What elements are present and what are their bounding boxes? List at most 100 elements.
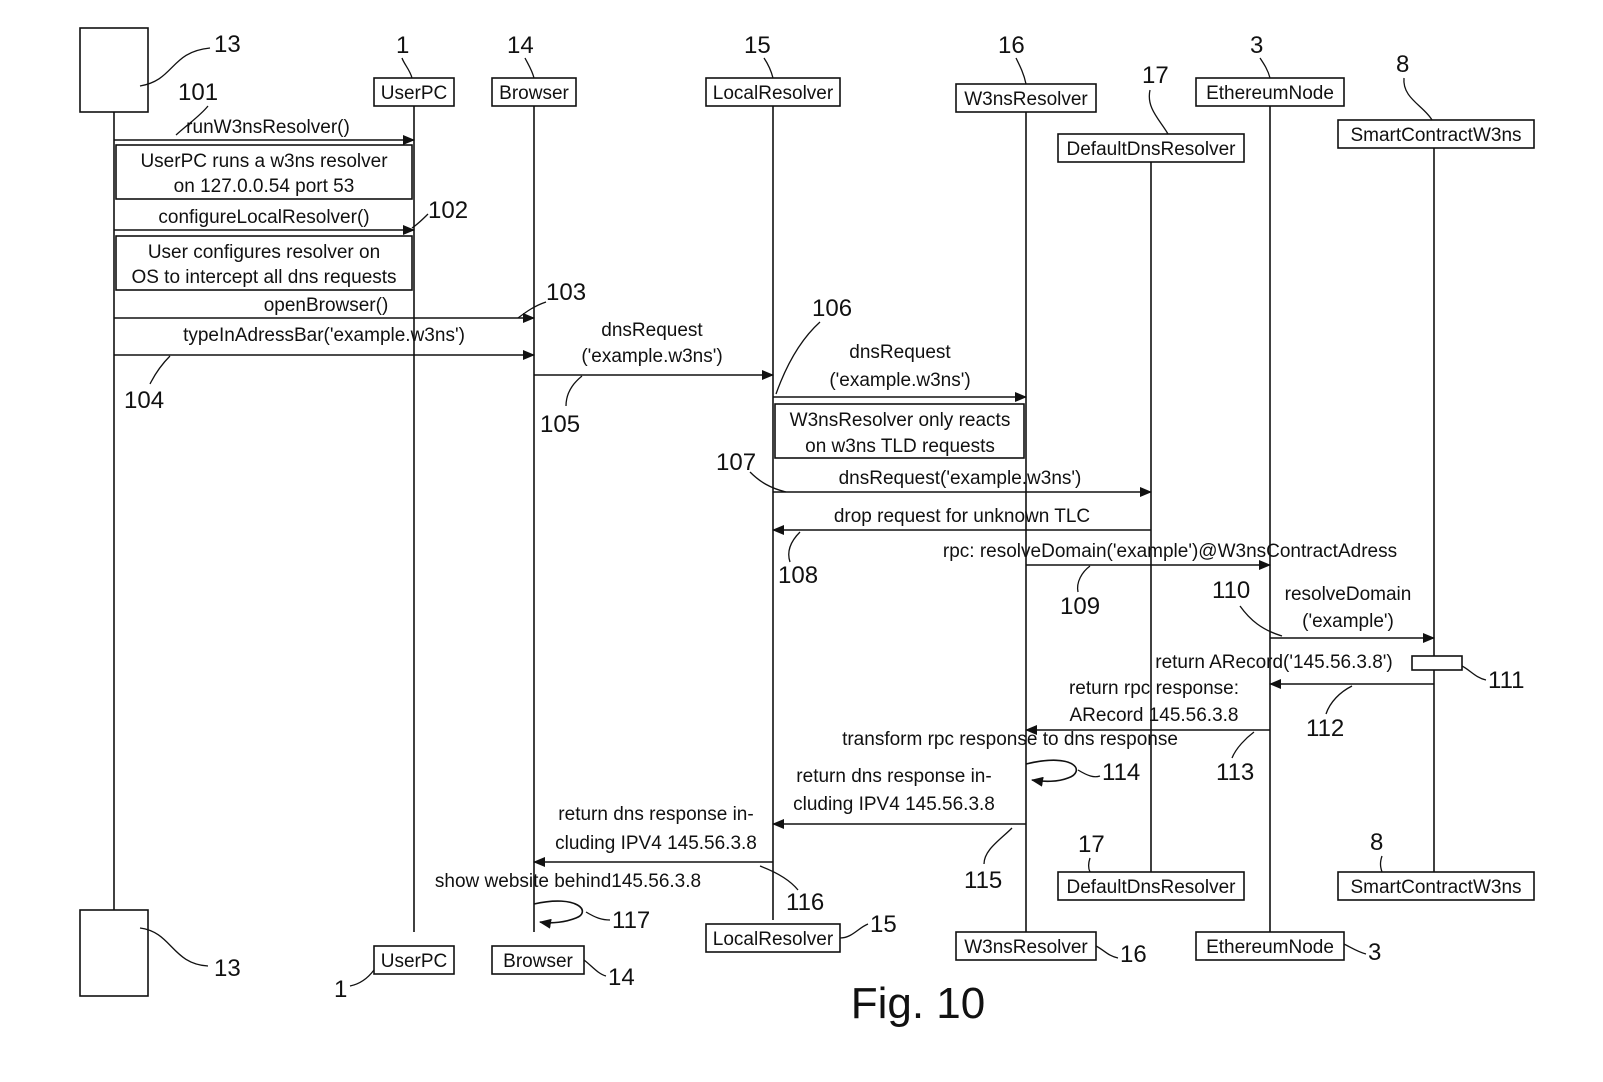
- ref-101: 101: [178, 79, 218, 106]
- leader-8-top: [1404, 78, 1432, 120]
- userpc-foot-label: UserPC: [381, 951, 448, 972]
- ref-116: 116: [786, 889, 824, 916]
- ref-16-top: 16: [998, 32, 1025, 59]
- leader-116: [760, 866, 798, 890]
- ref-14-bottom: 14: [608, 964, 635, 991]
- leader-15-bottom: [840, 924, 868, 938]
- ref-117: 117: [612, 907, 650, 934]
- w3nsresolver-foot-label: W3nsResolver: [964, 937, 1088, 958]
- leader-14-top: [525, 58, 534, 78]
- ref-13-top: 13: [214, 31, 241, 58]
- leader-109: [1078, 566, 1090, 592]
- user-box-top: [80, 28, 148, 112]
- message-112-label-2: ARecord 145.56.3.8: [1069, 705, 1238, 726]
- smartcontract-foot-label: SmartContractW3ns: [1350, 877, 1521, 898]
- leader-105: [566, 376, 582, 406]
- localresolver-head-label: LocalResolver: [713, 83, 834, 104]
- leader-1-top: [402, 58, 412, 78]
- message-114-loop: [1026, 760, 1076, 781]
- note-3-line-2: on w3ns TLD requests: [805, 436, 995, 457]
- message-110-label-2: ('example'): [1302, 611, 1394, 632]
- message-116-label-1: return dns response in-: [558, 804, 753, 825]
- ref-104: 104: [124, 387, 164, 414]
- ref-102: 102: [428, 197, 468, 224]
- ref-110: 110: [1212, 577, 1250, 604]
- message-101-label: runW3nsResolver(): [186, 117, 350, 138]
- ref-8-bottom: 8: [1370, 829, 1383, 856]
- ref-115: 115: [964, 867, 1002, 894]
- leader-3-top: [1260, 58, 1270, 78]
- leader-115: [984, 828, 1012, 864]
- leader-14-bottom: [584, 960, 606, 976]
- ref-1-top: 1: [396, 32, 409, 59]
- ref-8-top: 8: [1396, 51, 1409, 78]
- ref-17-top: 17: [1142, 62, 1169, 89]
- leader-3-bottom: [1344, 944, 1366, 954]
- ref-112: 112: [1306, 715, 1344, 742]
- ref-103: 103: [546, 279, 586, 306]
- message-106-label-1: dnsRequest: [849, 342, 951, 363]
- w3nsresolver-head-label: W3nsResolver: [964, 89, 1088, 110]
- message-109-label: rpc: resolveDomain('example')@W3nsContra…: [943, 541, 1397, 562]
- ref-109: 109: [1060, 593, 1100, 620]
- browser-head-label: Browser: [499, 83, 569, 104]
- message-105-label-2: ('example.w3ns'): [581, 346, 722, 367]
- smartcontract-activation: [1412, 656, 1462, 670]
- ref-111: 111: [1488, 667, 1524, 694]
- note-1-line-1: UserPC runs a w3ns resolver: [140, 151, 388, 172]
- browser-foot-label: Browser: [503, 951, 573, 972]
- ref-113: 113: [1216, 759, 1254, 786]
- leader-117: [586, 912, 610, 920]
- ref-16-bottom: 16: [1120, 941, 1147, 968]
- message-105-label-1: dnsRequest: [601, 320, 703, 341]
- ref-15-bottom: 15: [870, 911, 897, 938]
- message-115-label-1: return dns response in-: [796, 766, 991, 787]
- ref-1-bottom: 1: [334, 976, 347, 1003]
- userpc-head-label: UserPC: [381, 83, 448, 104]
- message-117-loop: [534, 901, 582, 923]
- leader-1-bottom: [350, 970, 374, 986]
- message-106-label-2: ('example.w3ns'): [829, 370, 970, 391]
- message-117-label: show website behind145.56.3.8: [435, 871, 701, 892]
- ref-107: 107: [716, 449, 756, 476]
- message-115-label-2: cluding IPV4 145.56.3.8: [793, 794, 995, 815]
- ref-14-top: 14: [507, 32, 534, 59]
- ethereum-head-label: EthereumNode: [1206, 83, 1334, 104]
- ref-3-top: 3: [1250, 32, 1263, 59]
- ref-114: 114: [1102, 759, 1140, 786]
- defaultdns-head-label: DefaultDnsResolver: [1067, 139, 1237, 160]
- message-104-label: typeInAdressBar('example.w3ns'): [183, 325, 465, 346]
- leader-17-top: [1149, 90, 1168, 134]
- localresolver-foot-label: LocalResolver: [713, 929, 834, 950]
- leader-108: [789, 532, 800, 562]
- ethereum-foot-label: EthereumNode: [1206, 937, 1334, 958]
- message-110-label-1: resolveDomain: [1285, 584, 1412, 605]
- ref-13-bottom: 13: [214, 955, 241, 982]
- ref-17-bottom: 17: [1078, 831, 1105, 858]
- message-114-label: transform rpc response to dns response: [842, 729, 1178, 750]
- ref-108: 108: [778, 562, 818, 589]
- smartcontract-head-label: SmartContractW3ns: [1350, 125, 1521, 146]
- leader-110: [1240, 606, 1282, 636]
- leader-13-bottom: [140, 928, 208, 966]
- note-2-line-2: OS to intercept all dns requests: [131, 267, 396, 288]
- defaultdns-foot-label: DefaultDnsResolver: [1067, 877, 1237, 898]
- leader-113: [1232, 732, 1254, 758]
- message-103-label: openBrowser(): [264, 295, 389, 316]
- message-102-label: configureLocalResolver(): [158, 207, 369, 228]
- message-108-label: drop request for unknown TLC: [834, 506, 1090, 527]
- leader-16-bottom: [1096, 946, 1118, 958]
- leader-114: [1078, 770, 1100, 777]
- leader-16-top: [1016, 58, 1026, 84]
- leader-104: [150, 356, 170, 384]
- message-116-label-2: cluding IPV4 145.56.3.8: [555, 833, 757, 854]
- message-111-label: return ARecord('145.56.3.8'): [1155, 652, 1393, 673]
- leader-111: [1462, 666, 1486, 680]
- note-1-line-2: on 127.0.0.54 port 53: [174, 176, 355, 197]
- leader-106: [776, 322, 820, 394]
- ref-3-bottom: 3: [1368, 939, 1381, 966]
- note-2-line-1: User configures resolver on: [148, 242, 380, 263]
- leader-17-bottom: [1089, 858, 1091, 872]
- leader-8-bottom: [1381, 856, 1383, 872]
- ref-15-top: 15: [744, 32, 771, 59]
